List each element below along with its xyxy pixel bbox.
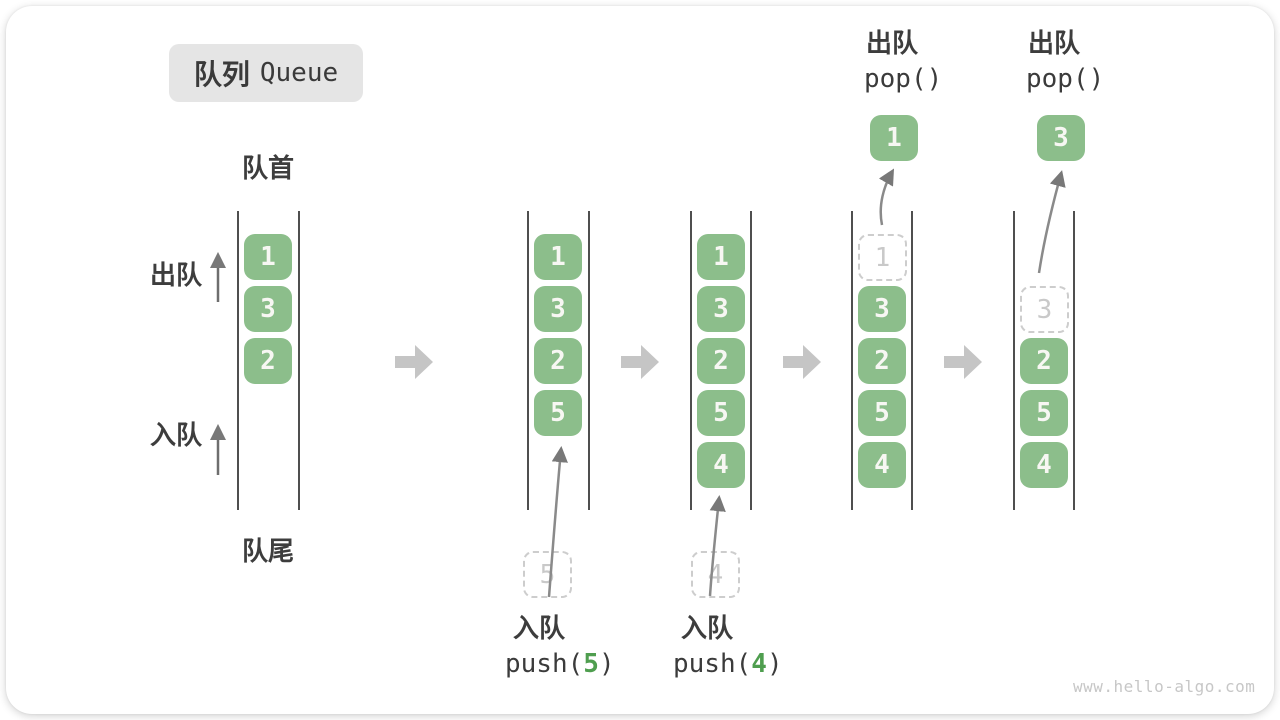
title-en: Queue — [259, 58, 339, 88]
queue-cell: 2 — [697, 338, 745, 384]
queue-cell: 5 — [1020, 390, 1068, 436]
popped-cell: 1 — [870, 115, 918, 161]
queue-cell: 4 — [858, 442, 906, 488]
title-badge: 队列 Queue — [169, 44, 363, 102]
queue-cell: 2 — [244, 338, 292, 384]
queue-cell: 2 — [1020, 338, 1068, 384]
channel-left-line — [851, 211, 853, 510]
queue-cell: 3 — [697, 286, 745, 332]
queue-cell: 2 — [534, 338, 582, 384]
channel-right-line — [750, 211, 752, 510]
channel-right-line — [298, 211, 300, 510]
code-pre: push( — [673, 649, 752, 679]
enqueue-op-code: push(4) — [673, 649, 783, 679]
channel-right-line — [588, 211, 590, 510]
channel-right-line — [1073, 211, 1075, 510]
queue-cell: 5 — [858, 390, 906, 436]
queue-cell: 3 — [534, 286, 582, 332]
incoming-ghost-cell: 4 — [691, 551, 740, 598]
removed-ghost-cell: 3 — [1020, 286, 1069, 333]
queue-cell: 1 — [534, 234, 582, 280]
code-post: ) — [598, 649, 615, 679]
enqueue-op-code: push(5) — [505, 649, 615, 679]
channel-right-line — [911, 211, 913, 510]
channel-left-line — [527, 211, 529, 510]
watermark: www.hello-algo.com — [1073, 677, 1256, 696]
channel-left-line — [237, 211, 239, 510]
queue-cell: 1 — [244, 234, 292, 280]
title-zh: 队列 — [193, 58, 250, 91]
queue-cell: 2 — [858, 338, 906, 384]
dequeue-op-code: pop() — [864, 64, 943, 94]
queue-cell: 5 — [697, 390, 745, 436]
queue-cell: 4 — [697, 442, 745, 488]
queue-cell: 4 — [1020, 442, 1068, 488]
code-pre: push( — [505, 649, 584, 679]
queue-rear-label: 队尾 — [242, 537, 295, 567]
code-arg: 5 — [583, 649, 599, 679]
enqueue-op-label: 入队 — [681, 614, 734, 644]
queue-front-label: 队首 — [242, 154, 295, 184]
enqueue-side-label: 入队 — [150, 421, 203, 451]
queue-cell: 3 — [244, 286, 292, 332]
incoming-ghost-cell: 5 — [523, 551, 572, 598]
channel-left-line — [690, 211, 692, 510]
code-arg: 4 — [751, 649, 767, 679]
queue-cell: 1 — [697, 234, 745, 280]
removed-ghost-cell: 1 — [858, 234, 907, 281]
queue-cell: 3 — [858, 286, 906, 332]
enqueue-op-label: 入队 — [513, 614, 566, 644]
queue-cell: 5 — [534, 390, 582, 436]
diagram-card — [6, 6, 1274, 714]
dequeue-op-code: pop() — [1026, 64, 1105, 94]
dequeue-side-label: 出队 — [150, 261, 203, 291]
code-post: ) — [766, 649, 783, 679]
dequeue-op-label: 出队 — [1028, 29, 1081, 59]
popped-cell: 3 — [1037, 115, 1085, 161]
dequeue-op-label: 出队 — [866, 29, 919, 59]
channel-left-line — [1013, 211, 1015, 510]
